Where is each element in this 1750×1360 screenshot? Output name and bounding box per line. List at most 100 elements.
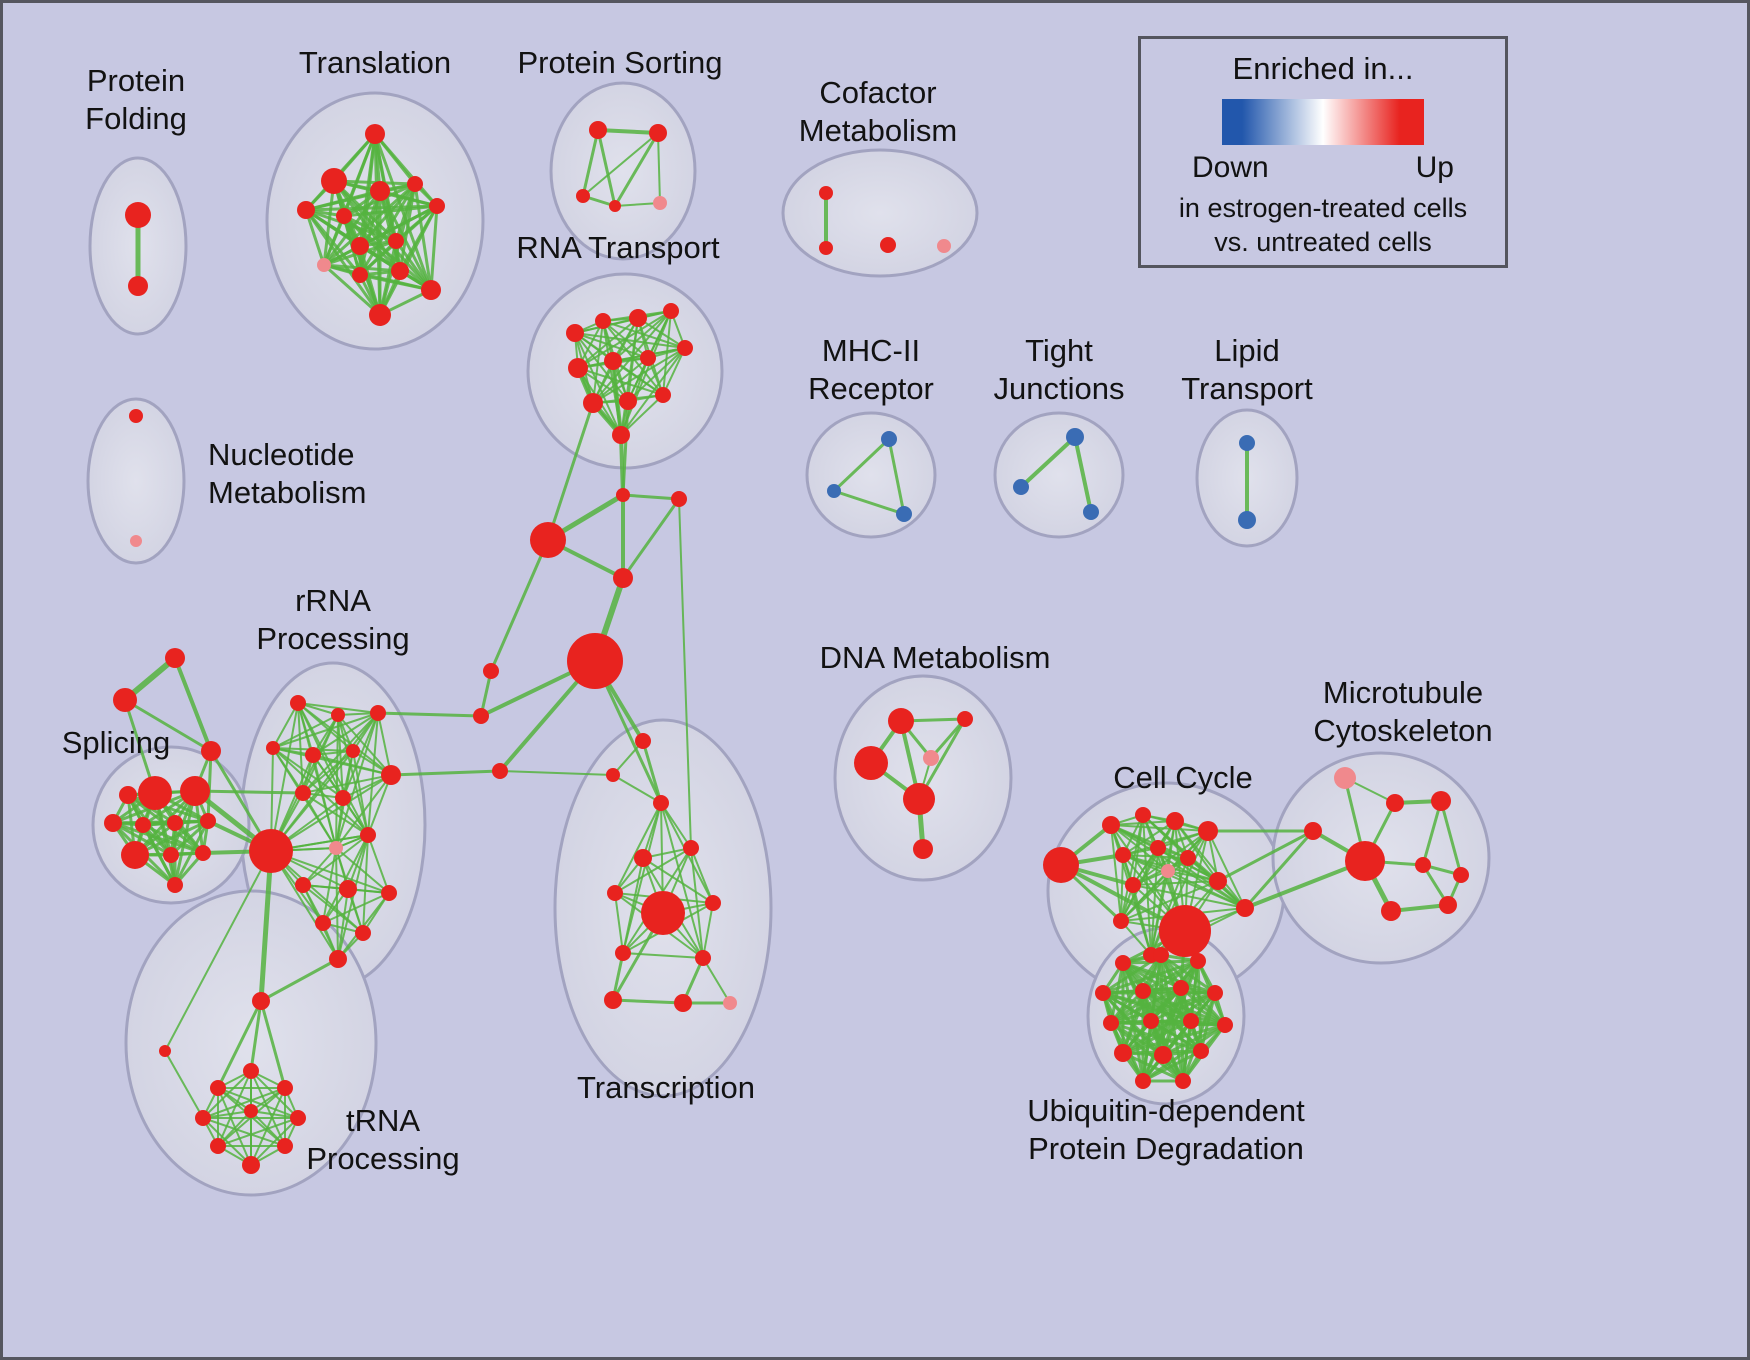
node-H5 bbox=[567, 633, 623, 689]
node-MT7 bbox=[1453, 867, 1469, 883]
node-C2 bbox=[1102, 816, 1120, 834]
node-S4 bbox=[104, 814, 122, 832]
node-D6 bbox=[913, 839, 933, 859]
node-U9 bbox=[1143, 1013, 1159, 1029]
node-X2 bbox=[113, 688, 137, 712]
nodes-layer bbox=[104, 121, 1469, 1174]
node-MT2 bbox=[1386, 794, 1404, 812]
node-R5 bbox=[677, 340, 693, 356]
node-U8 bbox=[1103, 1015, 1119, 1031]
edge-TR5-TR7 bbox=[217, 1110, 252, 1147]
node-C14 bbox=[1236, 899, 1254, 917]
edge-C3-C13 bbox=[1120, 814, 1144, 922]
edge-TR6-TR9 bbox=[250, 1117, 299, 1166]
node-R4 bbox=[663, 303, 679, 319]
node-CM1 bbox=[819, 186, 833, 200]
edge-TR4-TR9 bbox=[202, 1117, 252, 1166]
edge-RR7-RR10 bbox=[270, 774, 392, 852]
node-U2 bbox=[1153, 947, 1169, 963]
node-R9 bbox=[583, 393, 603, 413]
node-TC3 bbox=[653, 795, 669, 811]
node-R12 bbox=[612, 426, 630, 444]
node-C9 bbox=[1161, 864, 1175, 878]
edge-T10-T14 bbox=[322, 263, 382, 317]
edge-RR12-RR17 bbox=[362, 834, 369, 934]
node-TC10 bbox=[695, 950, 711, 966]
node-TC11 bbox=[604, 991, 622, 1009]
cluster-label-transcription: Transcription bbox=[577, 1070, 755, 1105]
node-TC8 bbox=[705, 895, 721, 911]
node-LT1 bbox=[1239, 435, 1255, 451]
node-R1 bbox=[566, 324, 584, 342]
edge-C9-C14 bbox=[1167, 870, 1246, 909]
node-C13 bbox=[1113, 913, 1129, 929]
edge-RR14-RR18 bbox=[337, 888, 349, 960]
edge-RR7-RR12 bbox=[367, 774, 392, 836]
edge-PS4-PS5 bbox=[614, 202, 661, 207]
cluster-label-dna-metabolism: DNA Metabolism bbox=[820, 640, 1051, 675]
node-TR9 bbox=[242, 1156, 260, 1174]
node-PS4 bbox=[609, 200, 621, 212]
node-S7 bbox=[200, 813, 216, 829]
edge-TR0-TR1 bbox=[249, 999, 263, 1073]
edge-U11-U13 bbox=[1161, 1023, 1227, 1057]
node-S8 bbox=[121, 841, 149, 869]
edge-MT3-MT6 bbox=[1421, 799, 1443, 867]
edge-RR2-RR10 bbox=[270, 714, 339, 852]
legend-title: Enriched in... bbox=[1232, 51, 1414, 86]
edge-T3-T10 bbox=[304, 208, 326, 267]
node-R3 bbox=[629, 309, 647, 327]
node-U4 bbox=[1095, 985, 1111, 1001]
edge-PS2-PS4 bbox=[613, 131, 660, 208]
cluster-ellipse-dna-metabolism bbox=[833, 674, 1013, 882]
edge-RR10-TR0 bbox=[258, 848, 274, 1004]
edge-X2-X3 bbox=[123, 698, 213, 753]
edge-R9-H2 bbox=[546, 401, 595, 542]
node-C6 bbox=[1115, 847, 1131, 863]
node-T5 bbox=[370, 181, 390, 201]
edge-U14-U15 bbox=[1141, 1049, 1203, 1083]
node-C7 bbox=[1150, 840, 1166, 856]
edge-TR3-TR9 bbox=[250, 1087, 286, 1166]
node-T9 bbox=[388, 233, 404, 249]
node-S2 bbox=[180, 776, 210, 806]
edge-TC3-TC7 bbox=[614, 802, 662, 894]
edge-RR5-RR7 bbox=[312, 754, 392, 776]
edge-MT3-MT7 bbox=[1439, 799, 1463, 877]
edge-S7-S9 bbox=[169, 819, 210, 857]
edge-TR0-TR3 bbox=[259, 999, 287, 1090]
edge-R7-R12 bbox=[611, 359, 623, 437]
edge-PS2-PS5 bbox=[657, 132, 661, 204]
node-D4 bbox=[923, 750, 939, 766]
node-PF2 bbox=[128, 276, 148, 296]
edge-TR1-TR8 bbox=[250, 1070, 286, 1147]
node-CM3 bbox=[880, 237, 896, 253]
node-TRL bbox=[159, 1045, 171, 1057]
edge-R3-R12 bbox=[620, 317, 639, 436]
node-C1 bbox=[1043, 847, 1079, 883]
legend-axis-labels: Down Up bbox=[1192, 151, 1454, 185]
node-TJ1 bbox=[1066, 428, 1084, 446]
node-M3 bbox=[473, 708, 489, 724]
node-R11 bbox=[655, 387, 671, 403]
legend-gradient-bar bbox=[1222, 99, 1424, 145]
edge-C4-C6 bbox=[1122, 820, 1176, 856]
node-D1 bbox=[888, 708, 914, 734]
edge-M2-H2 bbox=[489, 538, 550, 673]
edge-TR4-TR5 bbox=[202, 1110, 252, 1119]
edge-RR11-RR13 bbox=[302, 847, 337, 886]
legend-up-label: Up bbox=[1415, 151, 1454, 184]
node-PS2 bbox=[649, 124, 667, 142]
edge-R8-R9 bbox=[592, 357, 649, 404]
edge-RR11-RR15 bbox=[335, 847, 390, 894]
edge-RR12-RR18 bbox=[337, 834, 369, 960]
node-R8 bbox=[640, 350, 656, 366]
edge-TC3-TC10 bbox=[660, 802, 704, 959]
edge-MH2-MH3 bbox=[832, 489, 906, 516]
edge-T6-T13 bbox=[413, 182, 433, 292]
edge-MH1-MH2 bbox=[832, 437, 891, 493]
